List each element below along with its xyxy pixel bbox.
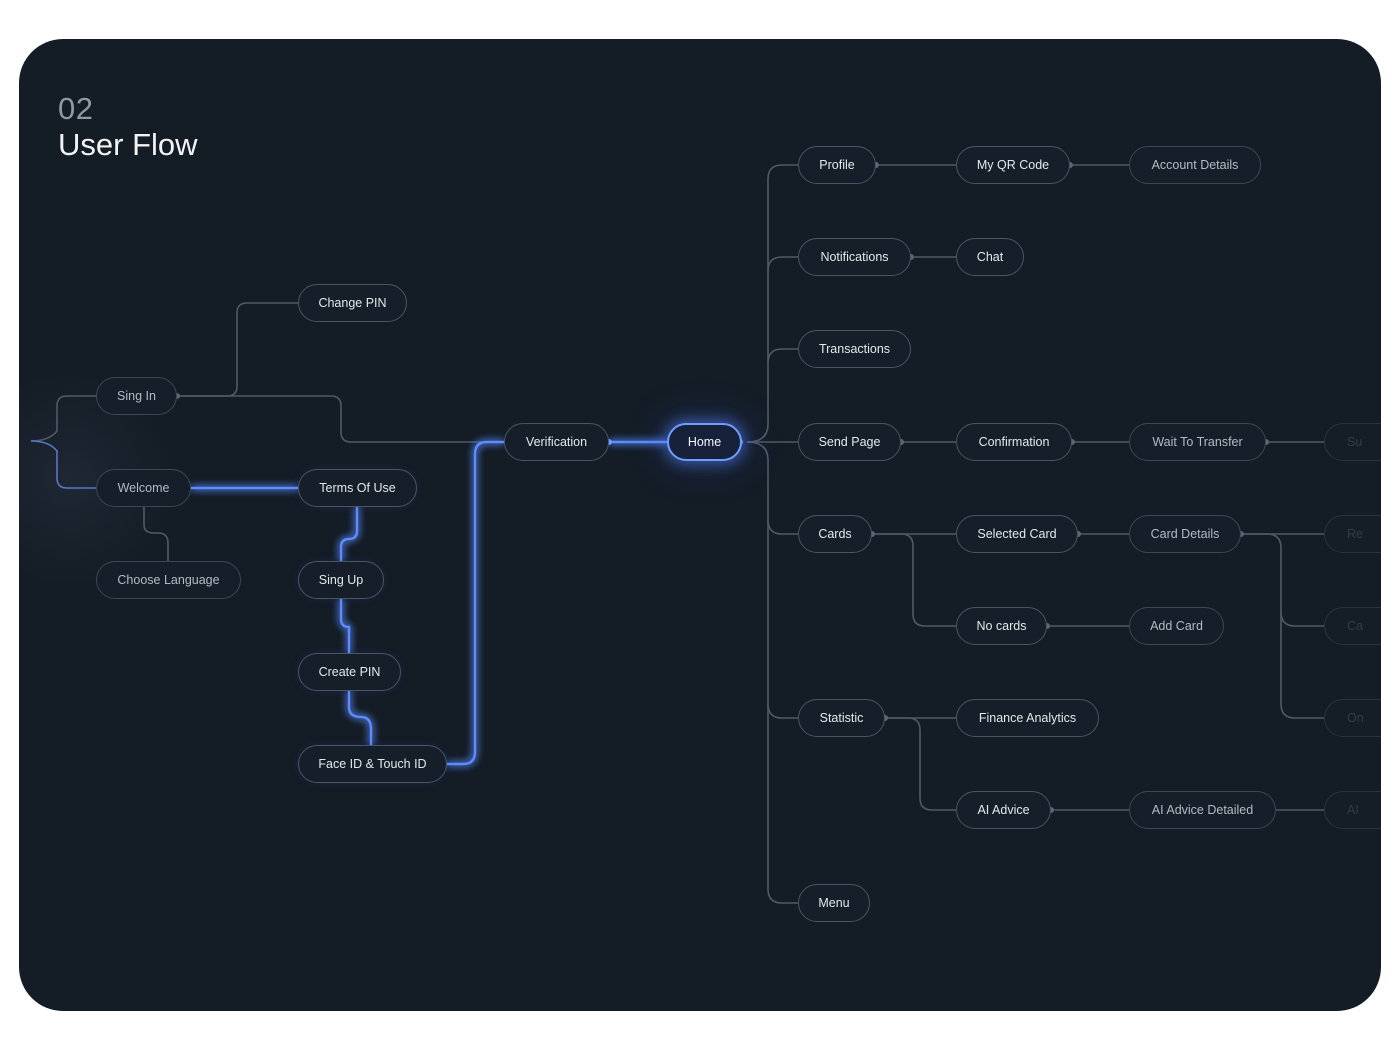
connector-dot bbox=[869, 531, 875, 537]
user-flow-canvas: 02 User Flow bbox=[19, 39, 1381, 1011]
connector-dot bbox=[1069, 439, 1075, 445]
connector-dot bbox=[882, 715, 888, 721]
connector-entry-welcome bbox=[30, 440, 96, 489]
node-add-card[interactable]: Add Card bbox=[1129, 607, 1224, 645]
node-cut-send: Su bbox=[1324, 423, 1381, 461]
connector-dot bbox=[1238, 531, 1244, 537]
connector-trunk-notifications bbox=[767, 256, 798, 272]
node-account-details[interactable]: Account Details bbox=[1129, 146, 1261, 184]
node-cut-card-3: On bbox=[1324, 699, 1381, 737]
node-sign-up[interactable]: Sing Up bbox=[298, 561, 384, 599]
node-confirmation[interactable]: Confirmation bbox=[956, 423, 1072, 461]
connector-trunk-transactions bbox=[767, 348, 798, 364]
node-my-qr-code[interactable]: My QR Code bbox=[956, 146, 1070, 184]
node-cut-card-2: Ca bbox=[1324, 607, 1381, 645]
highlight-terms-signup bbox=[339, 507, 359, 561]
node-no-cards[interactable]: No cards bbox=[956, 607, 1047, 645]
highlight-faceid-verification bbox=[447, 440, 504, 766]
highlight-path bbox=[191, 440, 667, 766]
node-welcome[interactable]: Welcome bbox=[96, 469, 191, 507]
connector-statistic-ai bbox=[885, 717, 956, 811]
node-choose-language[interactable]: Choose Language bbox=[96, 561, 241, 599]
node-menu[interactable]: Menu bbox=[798, 884, 870, 922]
node-cut-ai: AI bbox=[1324, 791, 1381, 829]
flow-connectors bbox=[30, 164, 1324, 904]
connector-details-branch-2 bbox=[1280, 612, 1324, 719]
node-wait-to-transfer[interactable]: Wait To Transfer bbox=[1129, 423, 1266, 461]
connector-home-trunk bbox=[746, 164, 798, 443]
connector-home-lower bbox=[746, 441, 798, 904]
node-statistic[interactable]: Statistic bbox=[798, 699, 885, 737]
connector-dot bbox=[606, 439, 612, 445]
node-create-pin[interactable]: Create PIN bbox=[298, 653, 401, 691]
node-cards[interactable]: Cards bbox=[798, 515, 872, 553]
node-finance-analytics[interactable]: Finance Analytics bbox=[956, 699, 1099, 737]
connector-details-branch bbox=[1241, 533, 1324, 627]
highlight-signup-createpin bbox=[339, 599, 351, 653]
connector-signin-changepin bbox=[177, 302, 298, 397]
node-card-details[interactable]: Card Details bbox=[1129, 515, 1241, 553]
grey-connectors bbox=[30, 164, 1324, 904]
connector-dot bbox=[898, 439, 904, 445]
connector-signin-verification bbox=[177, 395, 504, 443]
connector-trunk-cards bbox=[767, 519, 798, 535]
node-sign-in[interactable]: Sing In bbox=[96, 377, 177, 415]
node-face-id-touch-id[interactable]: Face ID & Touch ID bbox=[298, 745, 447, 783]
connector-dot bbox=[873, 162, 879, 168]
connector-entry-signin bbox=[30, 395, 96, 442]
node-verification[interactable]: Verification bbox=[504, 423, 609, 461]
node-terms-of-use[interactable]: Terms Of Use bbox=[298, 469, 417, 507]
connector-trunk-statistic bbox=[767, 703, 798, 719]
node-change-pin[interactable]: Change PIN bbox=[298, 284, 407, 322]
connector-dot bbox=[1067, 162, 1073, 168]
connector-cards-nocards bbox=[872, 533, 956, 627]
connector-welcome-language bbox=[143, 507, 169, 561]
node-cut-card-1: Re bbox=[1324, 515, 1381, 553]
connector-dot bbox=[908, 254, 914, 260]
connector-dot bbox=[1075, 531, 1081, 537]
node-ai-advice[interactable]: AI Advice bbox=[956, 791, 1051, 829]
node-selected-card[interactable]: Selected Card bbox=[956, 515, 1078, 553]
node-notifications[interactable]: Notifications bbox=[798, 238, 911, 276]
highlight-createpin-faceid bbox=[347, 691, 373, 745]
section-number: 02 bbox=[58, 91, 94, 126]
node-profile[interactable]: Profile bbox=[798, 146, 876, 184]
connector-dot bbox=[1263, 439, 1269, 445]
node-send-page[interactable]: Send Page bbox=[798, 423, 901, 461]
node-home[interactable]: Home bbox=[667, 423, 742, 461]
connector-dot bbox=[1048, 807, 1054, 813]
section-title: User Flow bbox=[58, 127, 198, 162]
node-ai-advice-detailed[interactable]: AI Advice Detailed bbox=[1129, 791, 1276, 829]
connector-dot bbox=[174, 393, 180, 399]
node-chat[interactable]: Chat bbox=[956, 238, 1024, 276]
node-transactions[interactable]: Transactions bbox=[798, 330, 911, 368]
connector-dot bbox=[1044, 623, 1050, 629]
